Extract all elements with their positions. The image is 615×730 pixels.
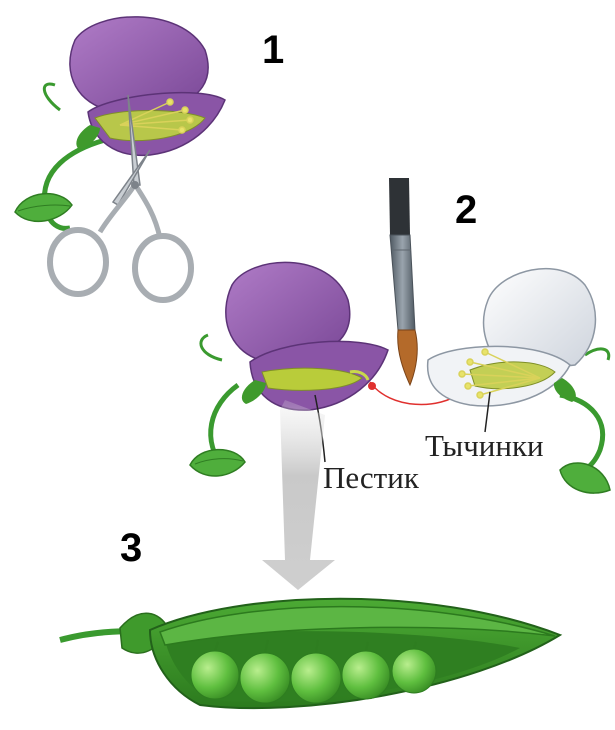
paintbrush-icon xyxy=(389,178,417,385)
pea-pod-icon xyxy=(60,599,560,708)
pistil-label: Пестик xyxy=(323,462,419,493)
step-number-3: 3 xyxy=(120,528,142,568)
pea-4 xyxy=(342,651,390,699)
stamens-label: Тычинки xyxy=(425,430,544,461)
flower-1-tendril xyxy=(44,84,60,110)
brush-bristles xyxy=(398,330,418,385)
flower-1-leaf xyxy=(15,194,72,222)
arrow-down-icon xyxy=(262,400,335,590)
pollen-dot xyxy=(368,382,376,390)
brush-handle xyxy=(389,178,410,235)
flower-3-stem xyxy=(560,395,603,473)
step-number-2: 2 xyxy=(455,190,477,230)
brush-ferrule xyxy=(390,235,415,330)
pea-5 xyxy=(392,649,436,693)
flower-3-leaf xyxy=(560,463,610,493)
pea-3 xyxy=(291,653,341,703)
scissors-handle-left xyxy=(50,230,106,294)
scissors-handle-right xyxy=(135,236,191,300)
pea-2 xyxy=(240,653,290,703)
step-number-1: 1 xyxy=(262,30,284,70)
pea-1 xyxy=(191,651,239,699)
